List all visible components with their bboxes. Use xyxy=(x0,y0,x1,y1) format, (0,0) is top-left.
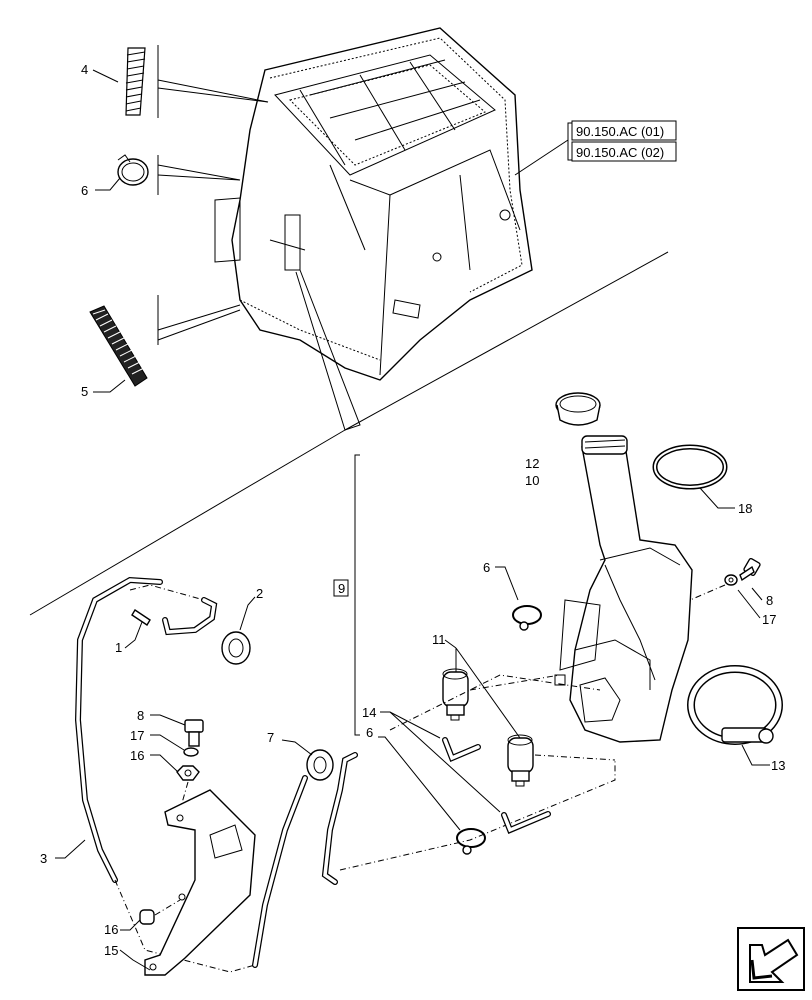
part-13-strap xyxy=(687,665,783,766)
callout-18: 18 xyxy=(738,501,752,516)
callout-10: 10 xyxy=(525,473,539,488)
callout-15: 15 xyxy=(104,943,118,958)
callout-1: 1 xyxy=(115,640,122,655)
reference-boxes xyxy=(514,120,677,176)
part-16-nut-lower xyxy=(120,899,181,931)
group-bracket xyxy=(354,454,360,736)
callout-16-upper: 16 xyxy=(130,748,144,763)
callout-6-upper: 6 xyxy=(81,183,88,198)
group-label-box xyxy=(333,579,349,597)
part-1-line xyxy=(124,584,218,649)
connection-line-2 xyxy=(534,754,616,761)
part-8-screw-right xyxy=(689,557,763,619)
callout-7: 7 xyxy=(267,730,274,745)
connection-line-4 xyxy=(339,760,616,871)
callout-2: 2 xyxy=(256,586,263,601)
reference-02[interactable]: 90.150.AC (02) xyxy=(576,145,664,160)
callout-8-right: 8 xyxy=(766,593,773,608)
callout-11: 11 xyxy=(432,632,446,647)
part-12-cap xyxy=(555,392,601,426)
reference-01[interactable]: 90.150.AC (01) xyxy=(576,124,664,139)
callout-6-mid: 6 xyxy=(483,560,490,575)
part-6-clamp-mid xyxy=(495,566,542,631)
callout-8-left: 8 xyxy=(137,708,144,723)
callout-3: 3 xyxy=(40,851,47,866)
callout-17-left: 17 xyxy=(130,728,144,743)
callout-12: 12 xyxy=(525,456,539,471)
part-18-seal xyxy=(652,444,735,509)
callout-13: 13 xyxy=(771,758,785,773)
part-11-pumps xyxy=(442,639,534,787)
detail-pointer xyxy=(295,269,361,431)
cab-assembly xyxy=(214,27,533,381)
connection-line-1 xyxy=(469,674,561,691)
callout-4: 4 xyxy=(81,62,88,77)
connection-line-3 xyxy=(389,674,601,731)
part-6-clamp-lower xyxy=(378,736,486,855)
part-2-grommet xyxy=(221,596,256,665)
part-15-bracket xyxy=(119,789,256,976)
callout-16-lower: 16 xyxy=(104,922,118,937)
section-divider-upper xyxy=(344,251,669,431)
callout-5: 5 xyxy=(81,384,88,399)
part-3-hose xyxy=(55,576,256,973)
part-14-hoses xyxy=(380,711,551,834)
navigation-arrow-icon[interactable] xyxy=(737,927,805,991)
part-4-spring xyxy=(92,45,269,118)
part-6-clamp-upper xyxy=(95,154,241,195)
callout-17-right: 17 xyxy=(762,612,776,627)
section-divider-lower xyxy=(29,429,346,616)
callout-14: 14 xyxy=(362,705,376,720)
part-10-reservoir xyxy=(554,435,693,743)
group-label: 9 xyxy=(338,581,345,596)
callout-6-lower: 6 xyxy=(366,725,373,740)
part-7-grommet xyxy=(252,739,358,968)
part-8-screw-left xyxy=(150,714,204,811)
part-5-hose xyxy=(89,295,241,393)
